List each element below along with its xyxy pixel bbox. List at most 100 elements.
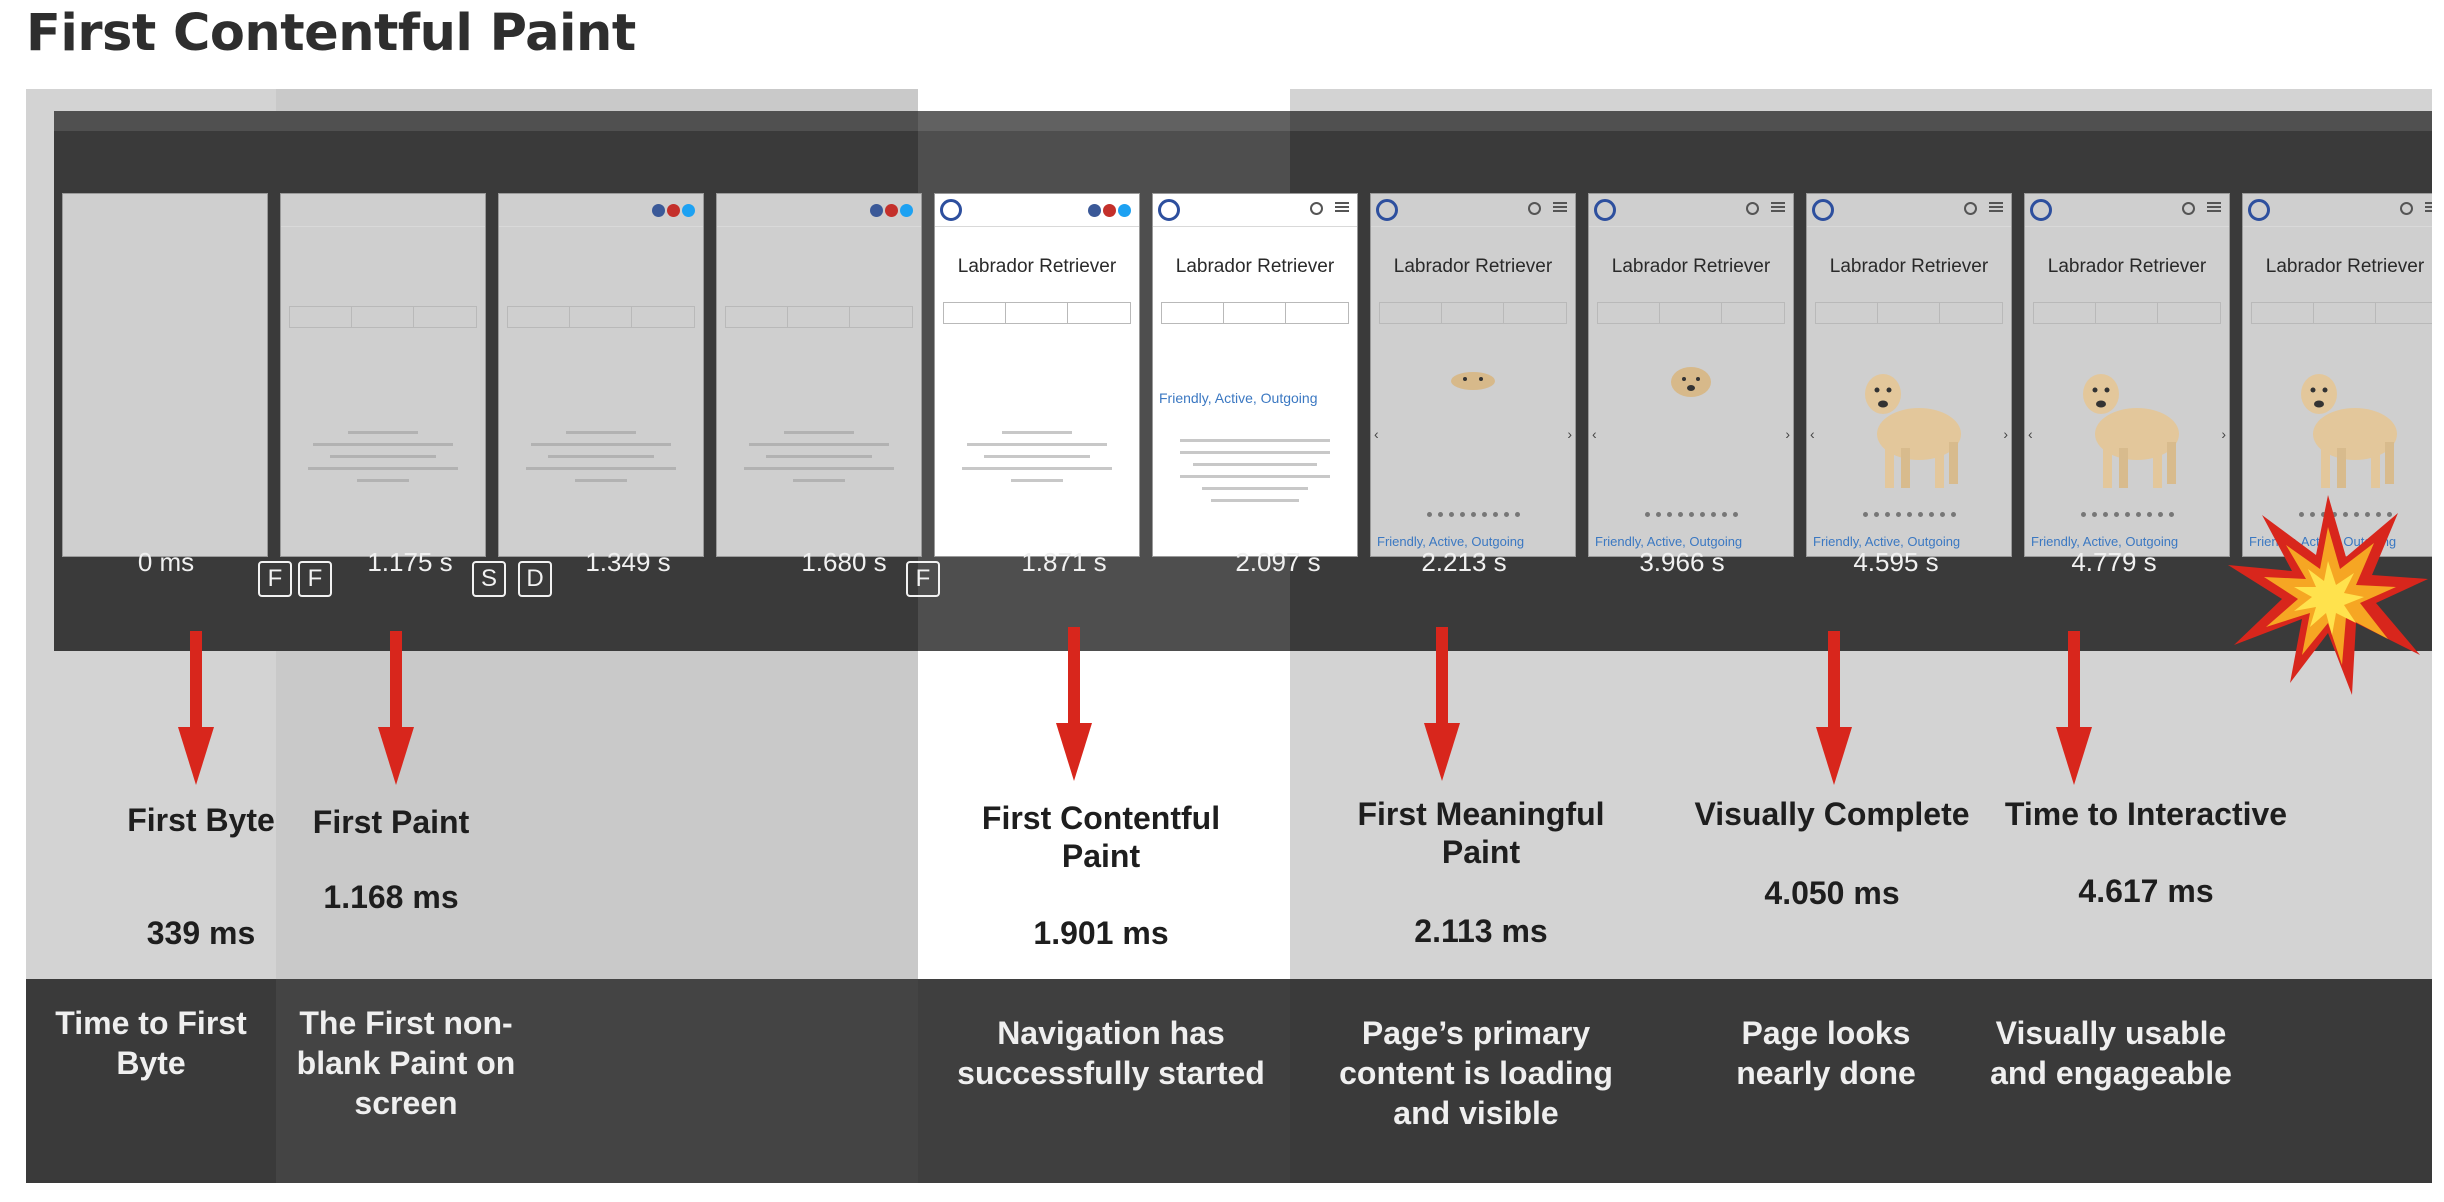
akc-logo-icon: [1594, 199, 1616, 221]
milestone-value: 2.113 ms: [1414, 913, 1548, 949]
frame-tagline: Friendly, Active, Outgoing: [2031, 534, 2179, 549]
frame-breed-title: Labrador Retriever: [2265, 256, 2425, 277]
first-contentful-badge: F: [906, 561, 940, 597]
milestone-first-paint: First Paint: [312, 804, 470, 840]
search-icon: [1746, 202, 1759, 215]
frame-1680s[interactable]: [716, 193, 922, 557]
milestone-first-contentful-paint: First Contentful Paint: [981, 800, 1221, 874]
filmstrip-header: [54, 111, 2432, 131]
search-icon: [2400, 202, 2413, 215]
akc-logo-icon: [2030, 199, 2052, 221]
dog-image: [1671, 367, 1711, 397]
dog-image: [1865, 374, 1961, 488]
desc-first-paint: The First non-blank Paint on screen: [296, 1005, 516, 1121]
arrow-down-icon: [178, 631, 214, 785]
frame-tagline: Friendly, Active, Outgoing: [1813, 534, 1961, 549]
frame-breed-title: Labrador Retriever: [1175, 256, 1335, 277]
frame-3966s[interactable]: Labrador Retriever ‹ › Friendly, Active,…: [1588, 193, 1794, 557]
frame-2213s[interactable]: Labrador Retriever ‹ › Friendly, Active,…: [1370, 193, 1576, 557]
frame-time: 0 ms: [137, 547, 195, 577]
arrow-down-icon: [1424, 627, 1460, 781]
fcp-diagram: Labrador Retriever Labrador Retriever Fr…: [26, 89, 2432, 1183]
first-byte-badge: F: [258, 561, 292, 597]
frame-text-lines: [1167, 430, 1343, 502]
chevron-left-icon: ‹: [1592, 426, 1597, 442]
desc-first-meaningful-paint: Page’s primary content is loading and vi…: [1339, 1015, 1613, 1131]
desc-first-byte: Time to First Byte: [55, 1005, 247, 1081]
frame-tabs: [289, 306, 477, 328]
menu-icon: [1553, 202, 1567, 212]
explosion-icon: [2228, 495, 2428, 695]
milestone-value: 1.168 ms: [323, 879, 459, 915]
frame-1175s[interactable]: [280, 193, 486, 557]
arrow-down-icon: [1056, 627, 1092, 781]
frame-time: 1.680 s: [801, 547, 887, 577]
chevron-left-icon: ‹: [1810, 426, 1815, 442]
carousel-dots: [1807, 512, 2011, 517]
first-paint-badge: F: [298, 561, 332, 597]
dog-image: [2083, 374, 2179, 488]
frame-header: [281, 194, 485, 227]
frame-0ms[interactable]: [62, 193, 268, 557]
menu-icon: [2425, 202, 2432, 212]
frame-header: [499, 194, 703, 227]
chevron-right-icon: ›: [1567, 426, 1572, 442]
frame-4779s[interactable]: Labrador Retriever ‹ › Friendly, Active,…: [2024, 193, 2230, 557]
search-icon: [2182, 202, 2195, 215]
chevron-left-icon: ‹: [1374, 426, 1379, 442]
frame-tabs: [2033, 302, 2221, 324]
menu-icon: [1989, 202, 2003, 212]
band-first-paint: [276, 979, 918, 1183]
frame-header: [2243, 194, 2432, 227]
filmstrip: Labrador Retriever Labrador Retriever Fr…: [54, 111, 2432, 651]
start-render-badge: S: [472, 561, 506, 597]
frame-tabs: [2251, 302, 2432, 324]
frame-time: 1.175 s: [367, 547, 453, 577]
social-icons: [650, 204, 695, 222]
arrow-down-icon: [2056, 631, 2092, 785]
frame-breed-title: Labrador Retriever: [1393, 256, 1553, 277]
carousel-dots: [2025, 512, 2229, 517]
frame-1871s[interactable]: Labrador Retriever: [934, 193, 1140, 557]
frame-tagline: Friendly, Active, Outgoing: [1377, 534, 1525, 549]
milestone-value: 4.617 ms: [2078, 873, 2214, 909]
frame-time: 3.966 s: [1639, 547, 1725, 577]
desc-time-to-interactive: Visually usable and engageable: [1990, 1015, 2232, 1091]
frame-tabs: [1161, 302, 1349, 324]
frame-tabs: [1597, 302, 1785, 324]
frame-time: 1.871 s: [1021, 547, 1107, 577]
social-icons: [868, 204, 913, 222]
desc-first-contentful-paint: Navigation has successfully started: [957, 1015, 1265, 1091]
frame-text-lines: [949, 422, 1125, 482]
chevron-right-icon: ›: [1785, 426, 1790, 442]
akc-logo-icon: [1812, 199, 1834, 221]
frame-header: [2025, 194, 2229, 227]
frame-tabs: [1815, 302, 2003, 324]
search-icon: [1964, 202, 1977, 215]
milestone-visually-complete: Visually Complete: [1694, 796, 1970, 832]
frame-tagline: Friendly, Active, Outgoing: [1595, 534, 1743, 549]
frame-breed-title: Labrador Retriever: [1829, 256, 1989, 277]
frame-header: [1807, 194, 2011, 227]
frame-tagline: Friendly, Active, Outgoing: [1159, 390, 1318, 406]
frame-time: 4.595 s: [1853, 547, 1939, 577]
social-icons: [1086, 204, 1131, 222]
frame-tabs: [507, 306, 695, 328]
frame-header: [1589, 194, 1793, 227]
frame-header: [717, 194, 921, 227]
search-icon: [1310, 202, 1323, 215]
frame-last[interactable]: Labrador Retriever Friendly, Active, Out…: [2242, 193, 2432, 557]
frame-time: 4.779 s: [2071, 547, 2157, 577]
frame-4595s[interactable]: Labrador Retriever ‹ › Friendly, Active,…: [1806, 193, 2012, 557]
carousel-dots: [2243, 512, 2432, 517]
frame-2097s[interactable]: Labrador Retriever Friendly, Active, Out…: [1152, 193, 1358, 557]
milestone-value: 339 ms: [146, 915, 256, 951]
frame-text-lines: [513, 422, 689, 482]
frame-1349s[interactable]: [498, 193, 704, 557]
chevron-right-icon: ›: [2003, 426, 2008, 442]
frame-time: 2.097 s: [1235, 547, 1321, 577]
milestone-value: 1.901 ms: [1033, 915, 1169, 951]
frame-header: [1371, 194, 1575, 227]
dom-loaded-badge: D: [518, 561, 552, 597]
carousel-dots: [1371, 512, 1575, 517]
